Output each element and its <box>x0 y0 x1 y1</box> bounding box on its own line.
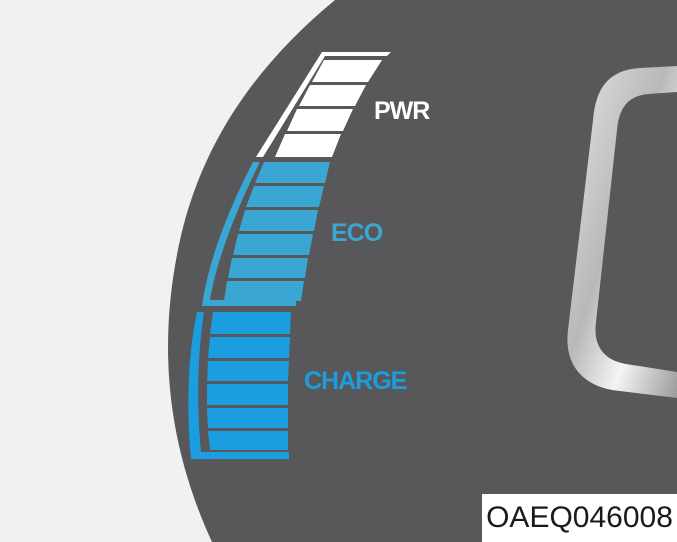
adjacent-gauge-bezel <box>567 66 677 398</box>
charge-segment-6 <box>208 431 288 450</box>
pwr-segment-1 <box>312 60 382 82</box>
eco-segment-5 <box>228 258 308 278</box>
charge-zone <box>188 312 291 459</box>
eco-label: ECO <box>331 219 383 247</box>
pwr-segment-4 <box>275 134 341 157</box>
pwr-segment-2 <box>299 85 366 106</box>
eco-segment-6 <box>224 281 304 301</box>
eco-segment-4 <box>233 234 313 255</box>
charge-segment-5 <box>207 408 288 428</box>
eco-segment-1 <box>255 162 330 183</box>
charge-segment-2 <box>208 337 290 358</box>
pwr-label: PWR <box>374 97 430 125</box>
charge-segment-3 <box>207 361 289 381</box>
charge-label: CHARGE <box>304 367 407 395</box>
charge-outer-frame <box>188 312 289 459</box>
charge-segment-1 <box>210 312 291 334</box>
figure-code: OAEQ046008 <box>482 494 677 542</box>
eco-outer-frame <box>202 162 296 306</box>
eco-segment-3 <box>239 210 318 231</box>
eco-segment-2 <box>246 186 324 207</box>
pwr-segment-3 <box>287 109 353 131</box>
charge-segment-4 <box>207 384 288 405</box>
pwr-zone <box>256 52 391 157</box>
eco-zone <box>202 162 330 306</box>
